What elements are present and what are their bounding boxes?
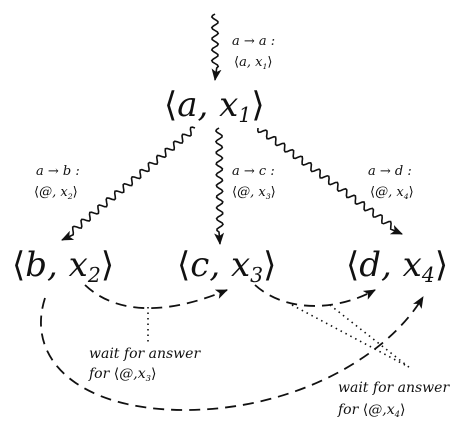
note-connector-x4-b <box>329 304 411 369</box>
edge-incoming <box>210 13 222 81</box>
label-to-c: a → c : ⟨@, x3⟩ <box>232 164 276 201</box>
label-to-c-pair: ⟨@, x3⟩ <box>232 185 276 201</box>
node-c: ⟨c, x3⟩ <box>177 245 276 287</box>
node-root: ⟨a, x1⟩ <box>164 85 265 127</box>
label-to-b: a → b : ⟨@, x2⟩ <box>34 164 80 201</box>
label-to-d: a → d : ⟨@, x4⟩ <box>368 164 414 201</box>
label-to-b-pair: ⟨@, x2⟩ <box>34 185 78 201</box>
edge-root-to-b <box>61 126 196 241</box>
note-wait-x3: wait for answer for ⟨@,x3⟩ <box>88 346 201 383</box>
label-incoming-rule: a → a : <box>232 34 275 49</box>
note-wait-x3-line1: wait for answer <box>89 346 201 362</box>
note-connector-x4-a <box>291 304 406 366</box>
note-wait-x3-line2: for ⟨@,x3⟩ <box>88 366 156 383</box>
edge-root-to-d <box>256 127 403 235</box>
note-wait-x4: wait for answer for ⟨@,x4⟩ <box>337 380 450 419</box>
label-to-d-rule: a → d : <box>368 164 412 179</box>
edge-root-to-c <box>214 127 225 245</box>
label-incoming: a → a : ⟨a, x1⟩ <box>232 34 275 71</box>
wait-edge-b-to-d <box>40 296 424 411</box>
node-b: ⟨b, x2⟩ <box>12 245 114 287</box>
note-wait-x4-line2: for ⟨@,x4⟩ <box>337 402 405 419</box>
label-incoming-pair: ⟨a, x1⟩ <box>234 55 273 71</box>
wait-edge-c-to-d <box>254 284 376 307</box>
label-to-d-pair: ⟨@, x4⟩ <box>370 185 414 201</box>
wait-edge-b-to-c <box>84 284 228 309</box>
label-to-c-rule: a → c : <box>232 164 275 179</box>
node-d: ⟨d, x4⟩ <box>346 245 448 287</box>
note-wait-x4-line1: wait for answer <box>338 380 450 396</box>
label-to-b-rule: a → b : <box>36 164 80 179</box>
